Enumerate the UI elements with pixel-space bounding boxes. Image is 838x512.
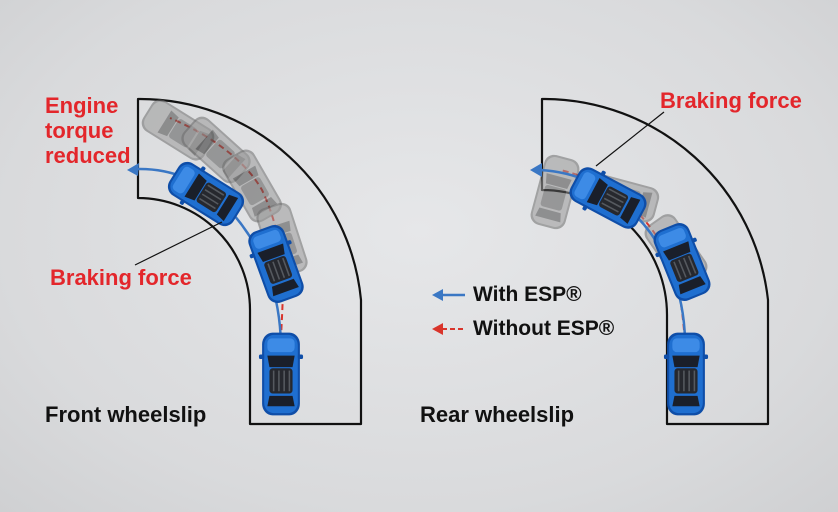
braking-force-label-left: Braking force xyxy=(50,265,192,290)
rear-wheelslip-caption: Rear wheelslip xyxy=(420,402,575,427)
legend-without-esp-arrow xyxy=(432,323,443,335)
front-wheelslip-caption: Front wheelslip xyxy=(45,402,207,427)
rear-wheelslip-panel xyxy=(528,97,770,426)
engine-torque-label-line1: Engine xyxy=(45,93,119,118)
car-left-straight xyxy=(258,331,304,417)
road-outline-right xyxy=(540,97,770,426)
road-outline-left xyxy=(136,97,363,426)
engine-torque-label-line3: reduced xyxy=(45,143,131,168)
front-wheelslip-panel xyxy=(127,95,363,426)
braking-force-label-right: Braking force xyxy=(660,88,802,113)
arrowhead-with-esp-right xyxy=(530,163,542,177)
legend xyxy=(432,289,465,335)
braking-force-pointer-left xyxy=(134,221,223,266)
legend-with-esp-arrow xyxy=(432,289,443,301)
braking-force-pointer-right xyxy=(595,111,665,167)
arrowhead-with-esp-left xyxy=(127,163,139,176)
legend-without-esp-label: Without ESP® xyxy=(473,317,615,340)
engine-torque-label-line2: torque xyxy=(45,118,114,143)
legend-with-esp-label: With ESP® xyxy=(473,283,582,306)
car-right-straight xyxy=(663,331,709,417)
